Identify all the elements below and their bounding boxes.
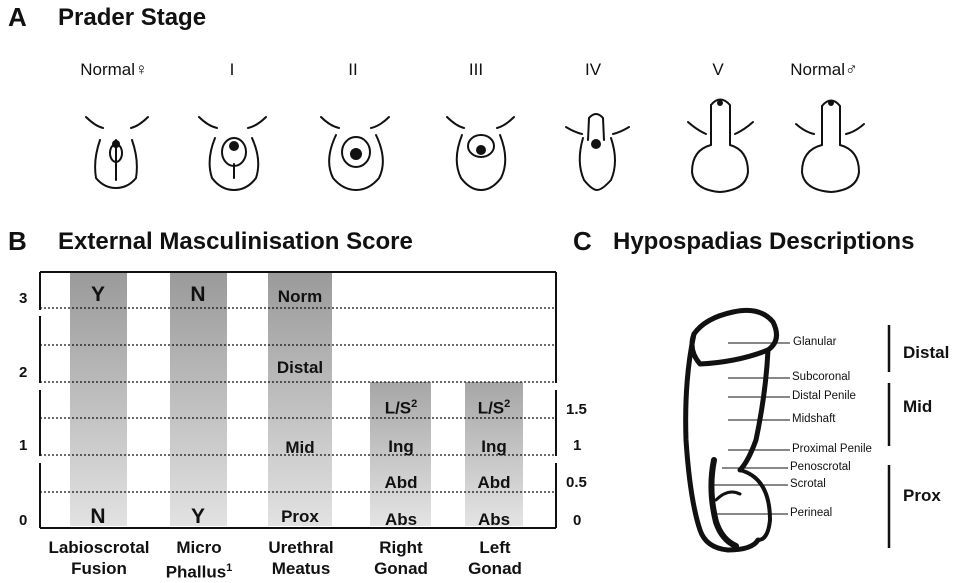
stage-label-1: I	[229, 60, 235, 79]
meatus-level-prox: Prox	[281, 507, 319, 526]
right-tick-1-5: 1.5	[566, 401, 587, 418]
right-tick-0-5: 0.5	[566, 474, 587, 491]
drawing-stage-1	[198, 116, 267, 192]
meatus-level-distal: Distal	[276, 358, 324, 377]
right-tick-0: 0	[573, 512, 582, 529]
hypospadias-drawing	[683, 307, 780, 553]
drawing-stage-4	[565, 113, 630, 192]
left-gonad-level-abs: Abs	[477, 510, 511, 529]
label-line-2: Fusion	[71, 559, 127, 578]
stage-name: Normal	[790, 60, 846, 79]
panel-a-letter: A	[8, 2, 27, 32]
label-line-2: Meatus	[271, 559, 331, 578]
bar-urethral-meatus	[268, 272, 332, 526]
stage-label-5: V	[712, 60, 724, 79]
drawing-stage-3	[446, 116, 515, 192]
left-gonad-level-ls: L/S2	[461, 398, 527, 419]
stage-label-3: III	[468, 60, 484, 79]
female-symbol: ♀	[135, 60, 148, 79]
label-line-1: Micro	[176, 538, 222, 557]
panel-c-title: Hypospadias Descriptions	[613, 228, 915, 255]
label-line-1: Right	[379, 538, 423, 557]
level-text: L/S	[384, 398, 412, 418]
right-gonad-level-abd: Abd	[384, 473, 418, 492]
right-gonad-level-ing: Ing	[388, 437, 414, 456]
label-sup: 1	[226, 562, 233, 574]
male-symbol: ♂	[845, 60, 858, 79]
label-line-1: Left	[479, 538, 511, 557]
meatus-level-norm: Norm	[277, 287, 323, 306]
ems-axis-breaks	[38, 310, 558, 463]
hypospadias-label-midshaft: Midshaft	[792, 413, 836, 425]
panel-a-title: Prader Stage	[58, 4, 207, 31]
stage-label-normal-male: Normal♂	[774, 60, 874, 80]
panel-c-letter: C	[573, 226, 592, 256]
hypospadias-group-mid: Mid	[903, 397, 933, 416]
label-text: Phallus	[165, 562, 227, 582]
hypospadias-label-distal-penile: Distal Penile	[792, 390, 856, 402]
label-line-2: Gonad	[374, 559, 428, 578]
left-tick-1: 1	[19, 437, 28, 454]
hypospadias-group-prox: Prox	[903, 486, 941, 505]
hypospadias-label-perineal: Perineal	[790, 507, 833, 519]
bar-microphallus	[170, 272, 227, 526]
left-tick-3: 3	[19, 290, 28, 307]
right-gonad-level-ls: L/S2	[368, 398, 434, 419]
left-gonad-level-abd: Abd	[477, 473, 511, 492]
label-line-2: Gonad	[468, 559, 522, 578]
stage-label-4: IV	[584, 60, 602, 79]
bar-labioscrotal	[70, 272, 127, 526]
panel-b-title: External Masculinisation Score	[58, 228, 413, 255]
level-text: L/S	[477, 398, 505, 418]
left-tick-2: 2	[19, 364, 28, 381]
hypospadias-label-subcoronal: Subcoronal	[792, 371, 851, 383]
drawing-stage-2	[320, 116, 390, 192]
hypospadias-label-scrotal: Scrotal	[790, 478, 826, 490]
bar-left-gonad	[465, 382, 523, 526]
prader-drawings	[85, 98, 865, 194]
drawing-normal-male	[795, 99, 865, 194]
hypospadias-label-penoscrotal: Penoscrotal	[790, 461, 851, 473]
stage-label-2: II	[348, 60, 358, 79]
label-line-1: Urethral	[268, 538, 334, 557]
drawing-normal-female	[85, 116, 149, 190]
stage-name: Normal	[80, 60, 136, 79]
stage-label-normal-female: Normal♀	[64, 60, 164, 80]
label-line-2: Phallus1	[144, 558, 254, 583]
microphallus-top-value: N	[190, 283, 206, 306]
level-sup: 2	[411, 398, 418, 410]
panel-b-letter: B	[8, 226, 27, 256]
microphallus-bottom-value: Y	[190, 505, 205, 528]
hypospadias-label-proximal-penile: Proximal Penile	[792, 443, 872, 455]
bar-right-gonad	[370, 382, 431, 526]
left-gonad-level-ing: Ing	[481, 437, 507, 456]
level-sup: 2	[504, 398, 511, 410]
label-line-1: Labioscrotal	[48, 538, 150, 557]
meatus-level-mid: Mid	[285, 438, 315, 457]
hypospadias-group-distal: Distal	[903, 343, 950, 362]
drawing-stage-5	[687, 98, 754, 194]
right-tick-1: 1	[573, 437, 582, 454]
left-tick-0: 0	[19, 512, 28, 529]
ems-gridlines	[40, 307, 556, 493]
ems-chart	[38, 271, 558, 529]
labioscrotal-bottom-value: N	[90, 505, 106, 528]
labioscrotal-top-value: Y	[90, 283, 105, 306]
right-gonad-level-abs: Abs	[384, 510, 418, 529]
hypospadias-label-glanular: Glanular	[793, 336, 837, 348]
hypospadias-leader-lines	[712, 342, 790, 515]
